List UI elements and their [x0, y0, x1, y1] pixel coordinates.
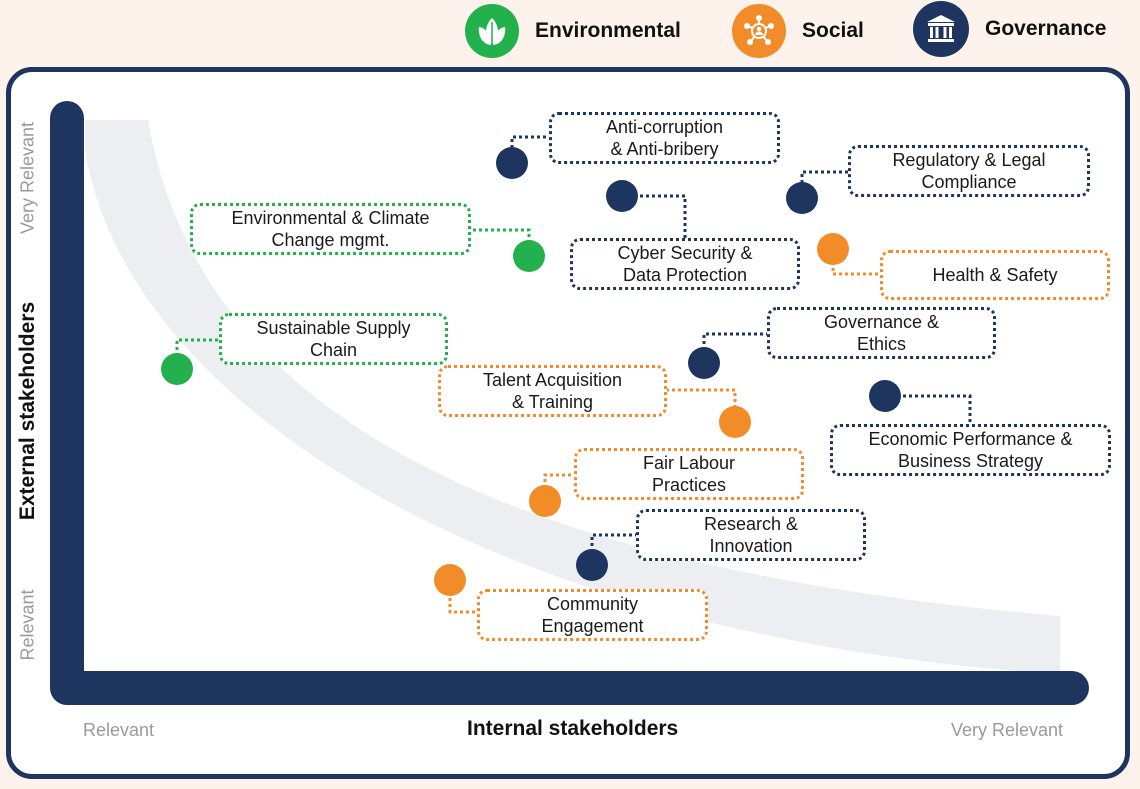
- legend-label-environmental: Environmental: [535, 19, 681, 42]
- dot-environmental-climate: [513, 240, 545, 272]
- y-axis-high-label: Very Relevant: [17, 121, 38, 235]
- y-axis: [50, 101, 1089, 705]
- topic-fair-labour: Fair Labour Practices: [574, 448, 804, 500]
- topic-economic-performance: Economic Performance & Business Strategy: [830, 424, 1111, 476]
- topic-cyber-security: Cyber Security & Data Protection: [570, 238, 800, 290]
- x-axis-high-label: Very Relevant: [951, 720, 1064, 740]
- topic-research-innovation: Research & Innovation: [636, 509, 866, 561]
- dot-cyber-security: [606, 180, 638, 212]
- legend-governance: Governance: [913, 1, 1106, 57]
- topic-talent-acquisition: Talent Acquisition & Training: [438, 365, 667, 417]
- connector-economic: [885, 394, 972, 426]
- connector-talent: [667, 388, 737, 420]
- topic-environmental-climate: Environmental & Climate Change mgmt.: [190, 203, 471, 255]
- dot-governance-ethics: [688, 347, 720, 379]
- x-axis-low-label: Relevant: [83, 720, 155, 740]
- dot-anti-corruption: [496, 147, 528, 179]
- dot-supply-chain: [161, 353, 193, 385]
- leaf-icon: [465, 4, 519, 58]
- bank-building-icon: [913, 1, 969, 57]
- dot-community: [434, 564, 466, 596]
- connector-community: [448, 580, 478, 614]
- legend-label-governance: Governance: [985, 17, 1107, 40]
- connector-cyber-security: [622, 194, 687, 240]
- dot-fair-labour: [529, 485, 561, 517]
- topic-health-safety: Health & Safety: [880, 250, 1110, 300]
- dot-research: [576, 549, 608, 581]
- connector-supply-chain: [175, 338, 220, 368]
- legend-social: Social: [732, 4, 864, 58]
- legend-environmental: Environmental: [465, 4, 681, 58]
- dot-talent: [719, 406, 751, 438]
- topic-supply-chain: Sustainable Supply Chain: [219, 313, 448, 365]
- network-people-icon: [732, 4, 786, 58]
- dot-health-safety: [817, 233, 849, 265]
- topic-regulatory-compliance: Regulatory & Legal Compliance: [848, 145, 1090, 197]
- topic-community-engagement: Community Engagement: [477, 589, 708, 641]
- topic-governance-ethics: Governance & Ethics: [767, 307, 996, 359]
- dot-regulatory: [786, 182, 818, 214]
- relevance-band: [85, 120, 1060, 672]
- legend-label-social: Social: [802, 19, 864, 42]
- dot-economic: [869, 380, 901, 412]
- y-axis-title: External stakeholders: [16, 301, 39, 521]
- x-axis-title: Internal stakeholders: [467, 717, 679, 740]
- y-axis-low-label: Relevant: [17, 589, 38, 661]
- topic-anti-corruption: Anti-corruption & Anti-bribery: [549, 112, 780, 164]
